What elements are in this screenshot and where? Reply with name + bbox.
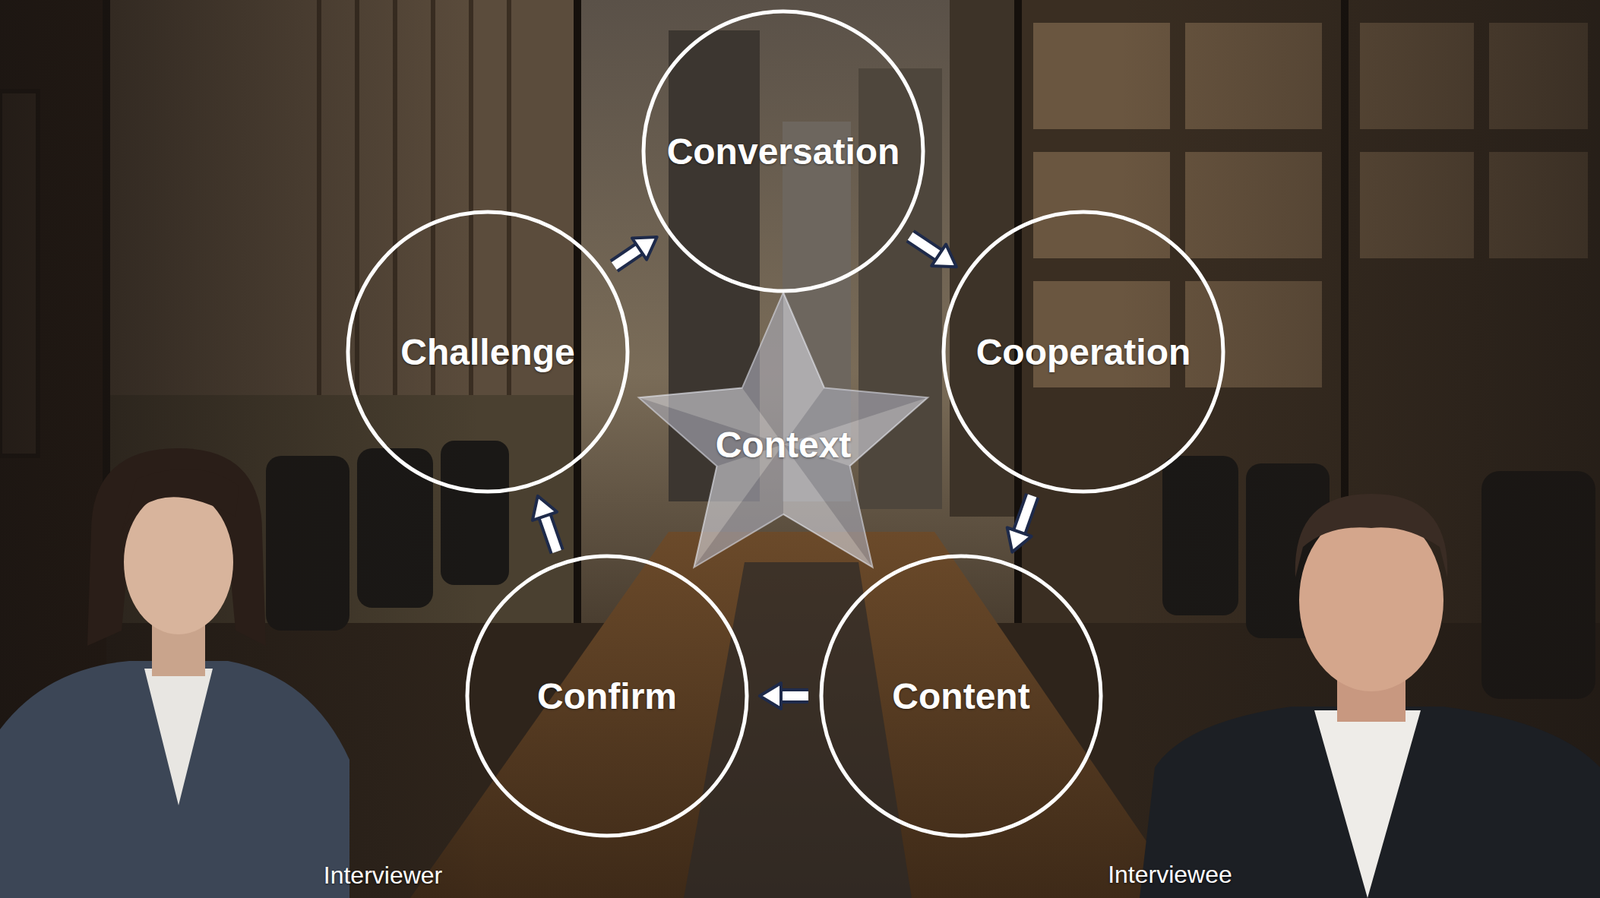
context-star: Context — [631, 292, 936, 597]
stage-circle: Content — [818, 553, 1104, 838]
node-label: Confirm — [537, 675, 677, 718]
node-label: Challenge — [400, 331, 575, 374]
stage-circle: Cooperation — [941, 209, 1226, 494]
flow-arrow — [1007, 495, 1033, 552]
flow-arrow — [532, 496, 557, 552]
stage-circle: Confirm — [464, 553, 750, 838]
node-label: Content — [891, 675, 1030, 718]
flow-arrow — [613, 237, 657, 266]
person-caption: Interviewer — [323, 861, 443, 890]
node-label: Context — [715, 423, 852, 466]
interviewee-figure — [1139, 493, 1600, 898]
stage-circle: Challenge — [345, 209, 630, 494]
person-caption: Interviewee — [1107, 860, 1233, 889]
node-label: Conversation — [667, 130, 901, 173]
node-label: Cooperation — [976, 331, 1192, 374]
flow-arrow — [910, 236, 957, 268]
stage-circle: Conversation — [641, 9, 926, 294]
interviewer-figure — [0, 448, 350, 898]
flow-arrow — [759, 683, 809, 709]
